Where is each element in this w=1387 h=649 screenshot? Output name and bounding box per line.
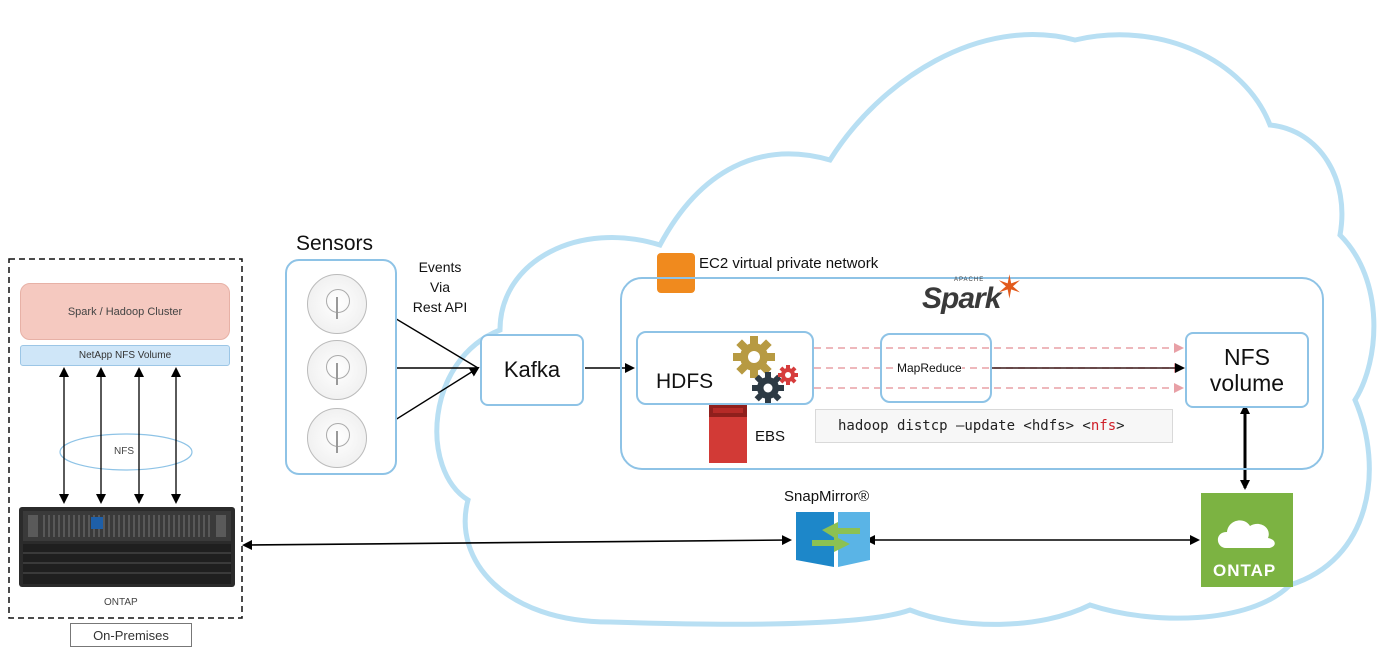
antenna-sensor-stem [336, 431, 338, 453]
snapmirror-icon [796, 512, 870, 567]
ebs-label: EBS [755, 428, 786, 445]
command-prefix: hadoop distcp –update <hdfs> < [838, 418, 1091, 434]
onprem-ontap-label: ONTAP [104, 597, 138, 608]
sensors-title: Sensors [296, 232, 374, 255]
antenna-sensor-stem [336, 297, 338, 319]
antenna-sensor-icon [326, 355, 350, 379]
kafka-label: Kafka [503, 357, 561, 382]
netapp-nfs-volume-box: NetApp NFS Volume [20, 345, 230, 366]
antenna-sensor-stem [336, 363, 338, 385]
distcp-command: hadoop distcp –update <hdfs> <nfs> [838, 418, 1125, 434]
ebs-volume-icon [709, 405, 747, 463]
nfs-label: NFS [114, 446, 134, 457]
kafka-box: Kafka [480, 334, 584, 406]
onprem-arrows [59, 367, 181, 504]
nfs-volume-box: NFS volume [1185, 332, 1309, 408]
events-line-2: Via [430, 279, 450, 295]
antenna-sensor-icon [326, 289, 350, 313]
antenna-sensor-icon [326, 423, 350, 447]
spark-star-icon: ✶ [996, 269, 1023, 305]
snapmirror-label: SnapMirror® [784, 488, 870, 505]
on-premises-boundary [8, 258, 243, 619]
command-highlight: nfs [1090, 418, 1117, 434]
mapreduce-box [880, 333, 992, 403]
vpc-box [620, 277, 1324, 470]
distcp-command-box: hadoop distcp –update <hdfs> <nfs> [815, 409, 1173, 443]
vpc-label: EC2 virtual private network [699, 255, 879, 272]
ontap-storage-array-icon [19, 507, 235, 587]
ontap-cloud-icon [1201, 493, 1293, 587]
sensor-3 [307, 408, 367, 468]
mapreduce-label: MapReduce [897, 361, 962, 375]
vpc-icon [657, 253, 695, 293]
hdfs-label: HDFS [656, 370, 714, 393]
events-label: Events Via Rest API [404, 257, 476, 317]
cloud-outline [434, 32, 1377, 627]
spark-hadoop-cluster-box: Spark / Hadoop Cluster [20, 283, 230, 340]
cluster-label: Spark / Hadoop Cluster [67, 305, 183, 318]
ontap-cloud-label: ONTAP [1213, 561, 1277, 580]
on-premises-label: On-Premises [93, 627, 169, 643]
events-line-3: Rest API [412, 299, 468, 315]
spark-super: APACHE [954, 277, 985, 283]
sensor-2 [307, 340, 367, 400]
nfs-volume-line-1: NFS [1224, 344, 1270, 370]
on-premises-label-box: On-Premises [70, 623, 192, 647]
hdfs-box [636, 331, 814, 405]
command-suffix: > [1116, 418, 1125, 434]
gears-icon [733, 336, 798, 404]
volume-label: NetApp NFS Volume [78, 350, 172, 361]
sensor-1 [307, 274, 367, 334]
nfs-volume-line-2: volume [1209, 370, 1285, 396]
spark-logo: Spark [922, 282, 1001, 315]
onprem-to-snapmirror-arrow [242, 535, 792, 550]
events-line-1: Events [418, 259, 462, 275]
